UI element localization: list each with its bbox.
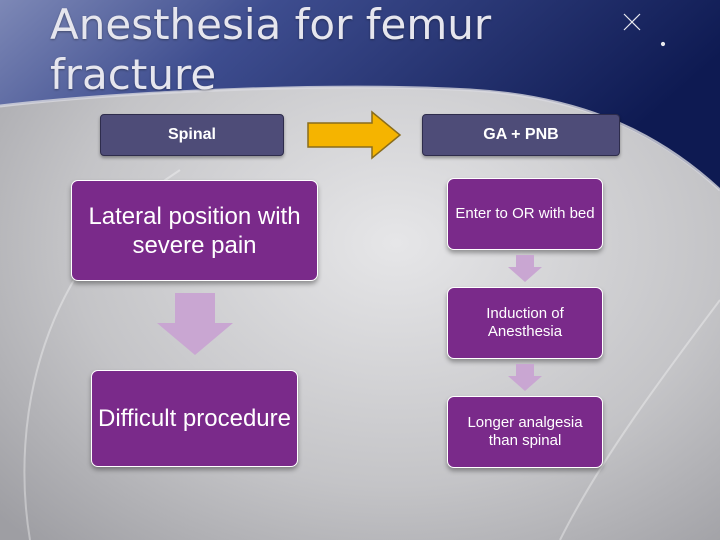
header-spinal: Spinal: [100, 114, 284, 156]
header-ga-pnb: GA + PNB: [422, 114, 620, 156]
step-enter-or: Enter to OR with bed: [447, 178, 603, 250]
flow-arrow-down-icon: [508, 255, 542, 282]
flow-arrow-down-icon: [508, 364, 542, 391]
step-difficult-procedure: Difficult procedure: [91, 370, 298, 467]
step-longer-analgesia: Longer analgesia than spinal: [447, 396, 603, 468]
step-induction: Induction of Anesthesia: [447, 287, 603, 359]
step-lateral-position: Lateral position with severe pain: [71, 180, 318, 281]
sparkle-icon: [623, 13, 666, 47]
compare-arrow-icon: [307, 110, 402, 160]
header-spinal-label: Spinal: [167, 126, 216, 143]
flow-arrow-down-icon: [157, 293, 233, 355]
slide-title: Anesthesia for femur fracture: [50, 0, 492, 99]
header-ga-pnb-label: GA + PNB: [483, 126, 559, 143]
